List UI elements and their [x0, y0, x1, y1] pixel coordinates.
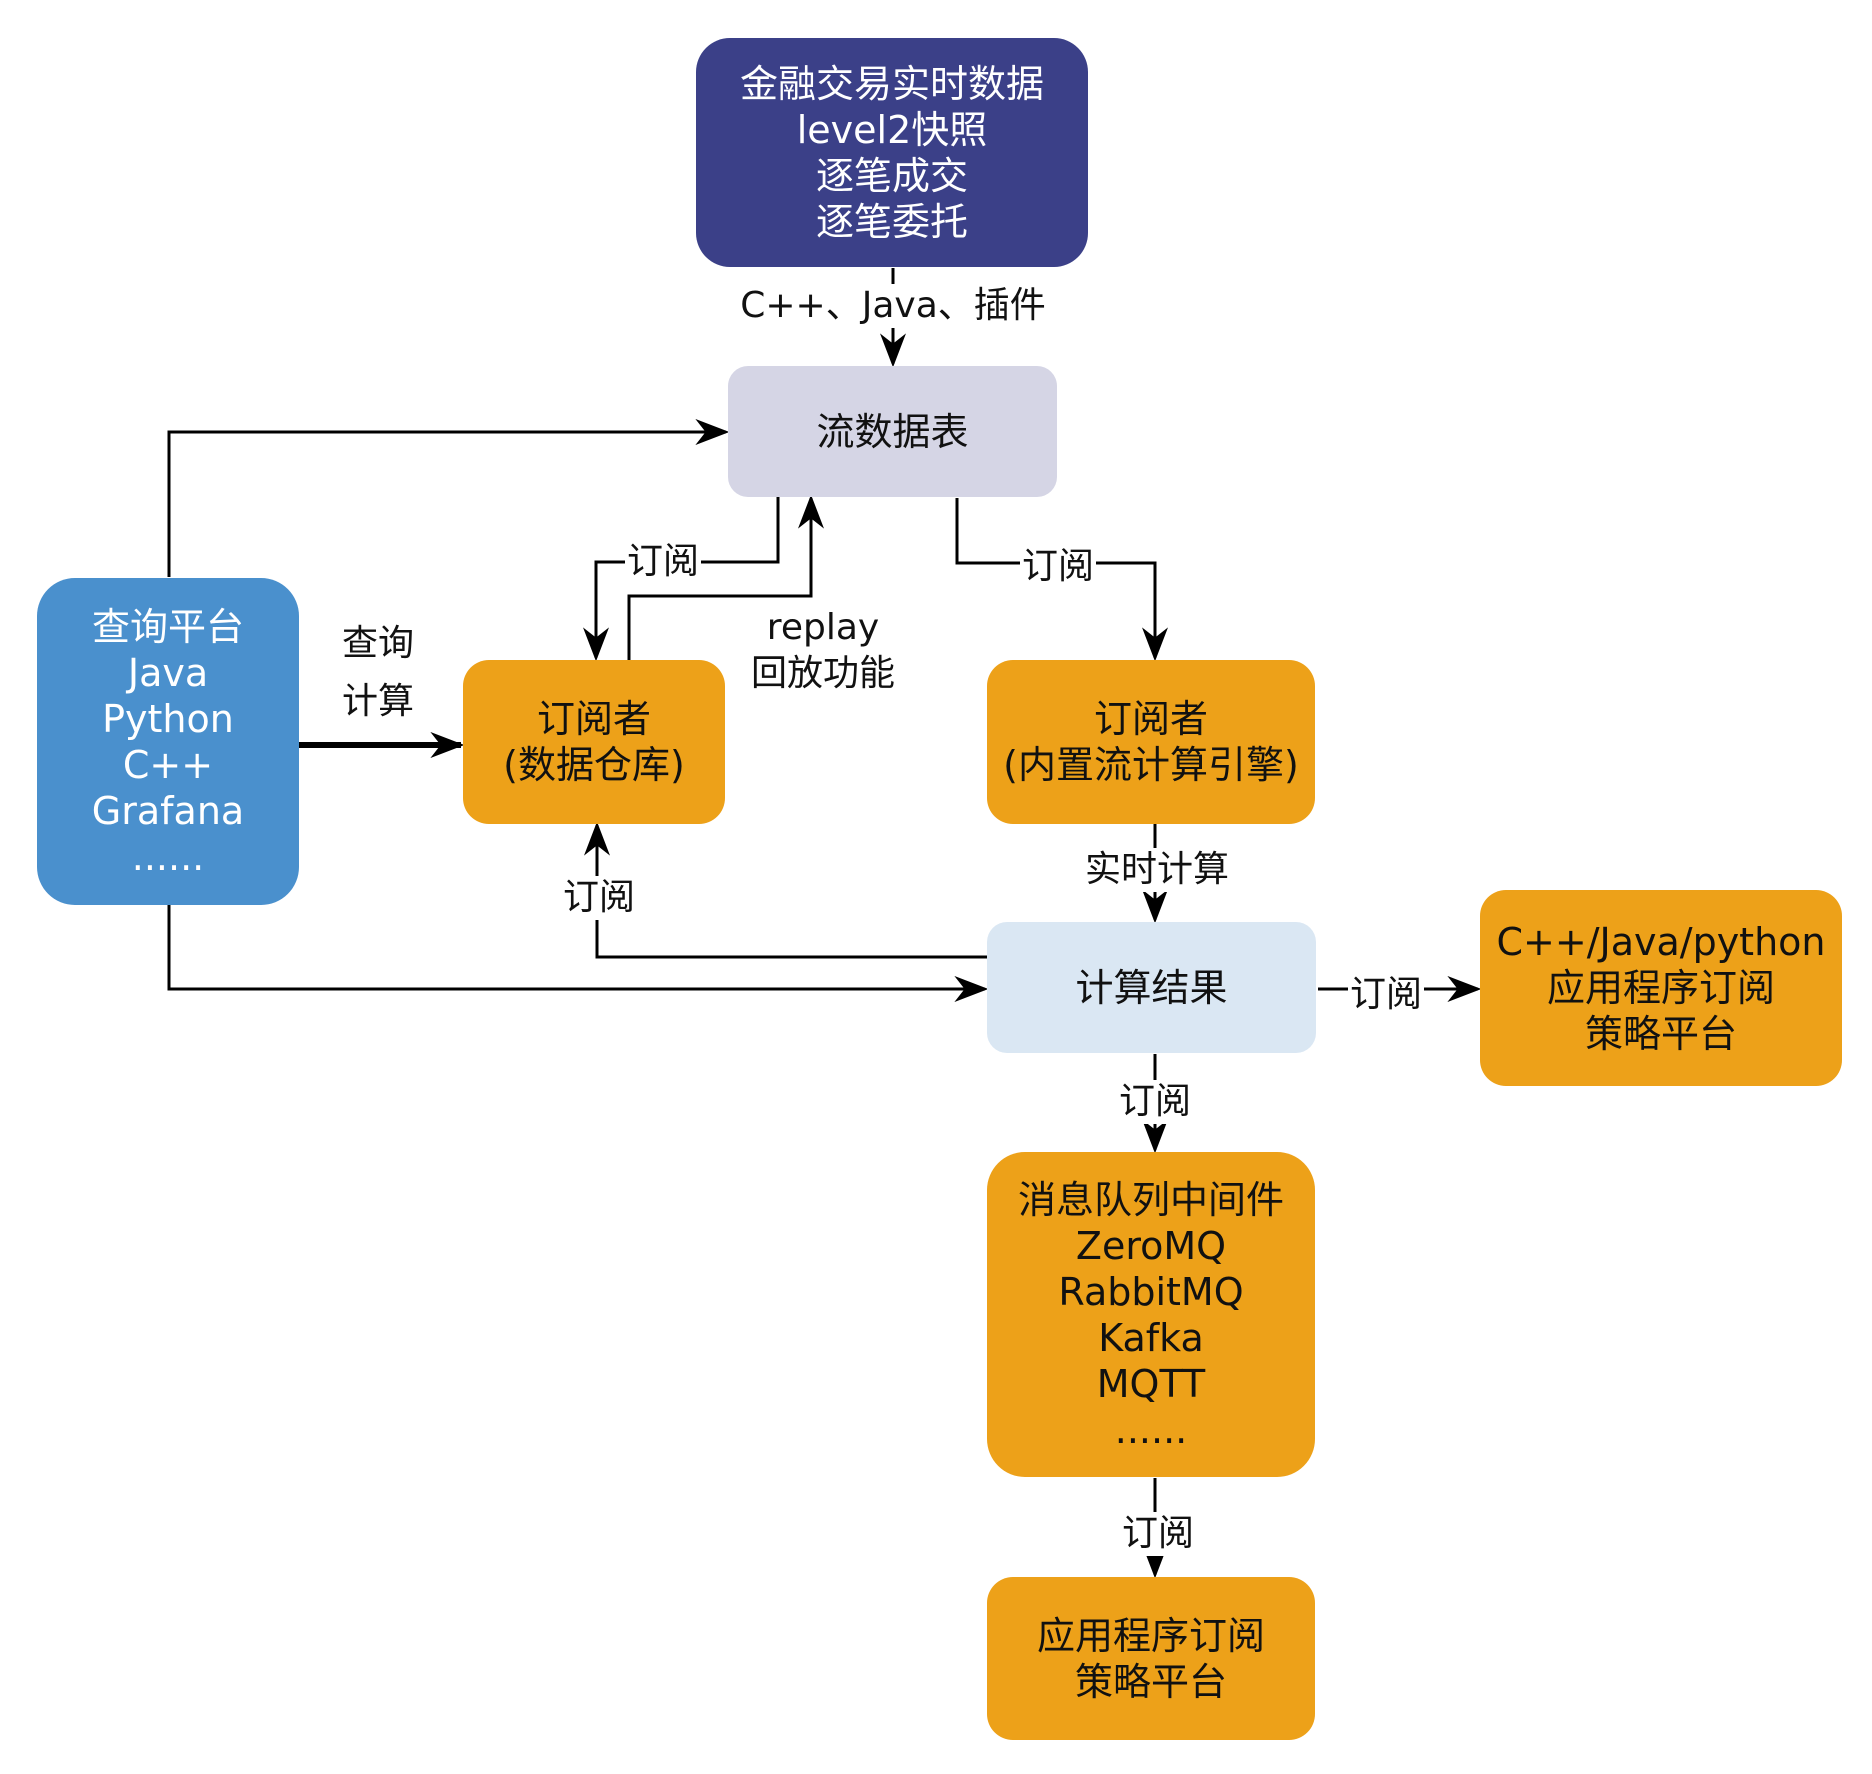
node-source-line: 金融交易实时数据 — [739, 61, 1044, 106]
edge-label-subscribe-results-app: 订阅 — [1348, 973, 1425, 1017]
node-query-line: ...... — [131, 834, 205, 879]
node-mq-line: ...... — [1114, 1407, 1188, 1452]
edge-query-to-stream — [167, 419, 730, 577]
node-source-line: 逐笔委托 — [815, 199, 968, 244]
node-mq-line: Kafka — [1098, 1315, 1204, 1360]
node-app-right-line: 策略平台 — [1584, 1012, 1737, 1056]
node-source-line: 逐笔成交 — [815, 153, 968, 198]
node-mq-line: RabbitMQ — [1058, 1269, 1244, 1314]
edge-label-query: 查询 — [342, 623, 415, 664]
edge-query-to-results — [167, 904, 989, 1002]
node-results[interactable]: 计算结果 — [987, 922, 1316, 1053]
node-app-platform-right[interactable]: C++/Java/python 应用程序订阅 策略平台 — [1480, 890, 1842, 1086]
edge-label-ingest: C++、Java、插件 — [738, 284, 1048, 328]
edge-label-subscribe-mq-app: 订阅 — [1119, 1512, 1197, 1556]
node-stream-table[interactable]: 流数据表 — [728, 366, 1057, 497]
node-mq-middleware[interactable]: 消息队列中间件 ZeroMQ RabbitMQ Kafka MQTT .....… — [987, 1152, 1315, 1477]
node-app-right-line: C++/Java/python — [1496, 920, 1826, 964]
node-subscriber-warehouse[interactable]: 订阅者 (数据仓库) — [463, 660, 725, 824]
edge-label-compute: 计算 — [342, 681, 415, 722]
node-query-line: 查询平台 — [91, 604, 244, 649]
node-mq-line: 消息队列中间件 — [1017, 1177, 1284, 1222]
node-mq-line: ZeroMQ — [1075, 1223, 1227, 1268]
node-engine-line: (内置流计算引擎) — [1003, 743, 1299, 787]
edge-label-subscribe-engine: 订阅 — [1020, 545, 1097, 589]
node-query-line: Java — [127, 650, 209, 695]
node-warehouse-line: (数据仓库) — [503, 743, 685, 787]
node-engine-line: 订阅者 — [1093, 697, 1208, 741]
node-mq-line: MQTT — [1096, 1361, 1206, 1406]
edge-label-replay: replay — [766, 607, 880, 648]
node-query-line: Python — [102, 696, 234, 741]
node-subscriber-engine[interactable]: 订阅者 (内置流计算引擎) — [987, 660, 1315, 824]
edge-subscribe-results-warehouse — [584, 821, 987, 959]
node-source-realtime-data[interactable]: 金融交易实时数据 level2快照 逐笔成交 逐笔委托 — [696, 38, 1088, 267]
node-source-line: level2快照 — [796, 107, 988, 152]
edge-label-subscribe-results-mq: 订阅 — [1116, 1080, 1194, 1124]
edge-label-replay-function: 回放功能 — [750, 653, 896, 694]
node-app-right-line: 应用程序订阅 — [1546, 966, 1775, 1010]
node-app-bottom-line: 策略平台 — [1074, 1659, 1227, 1704]
node-app-platform-bottom[interactable]: 应用程序订阅 策略平台 — [987, 1577, 1315, 1740]
node-app-bottom-line: 应用程序订阅 — [1036, 1613, 1265, 1658]
node-query-line: C++ — [122, 742, 214, 787]
node-query-line: Grafana — [91, 788, 245, 833]
node-stream-table-label: 流数据表 — [816, 409, 969, 454]
node-results-label: 计算结果 — [1075, 965, 1228, 1010]
edge-label-subscribe-warehouse: 订阅 — [625, 540, 702, 584]
node-warehouse-line: 订阅者 — [536, 697, 651, 741]
edge-label-subscribe-results-warehouse: 订阅 — [560, 876, 638, 920]
edge-label-realtime-compute: 实时计算 — [1082, 848, 1232, 892]
edge-replay — [627, 494, 824, 660]
node-query-platform[interactable]: 查询平台 Java Python C++ Grafana ...... — [37, 578, 299, 905]
